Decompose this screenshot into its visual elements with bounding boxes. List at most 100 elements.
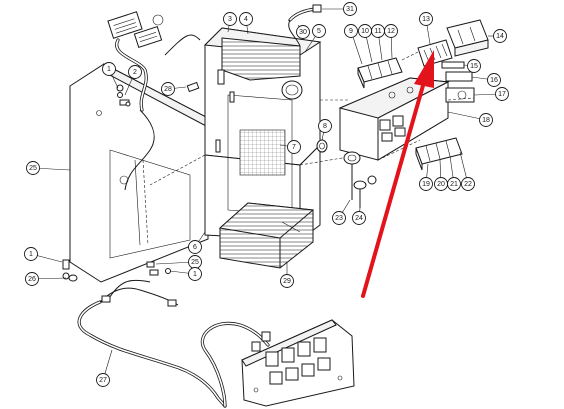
callout-number: 10 xyxy=(361,28,369,35)
callout-number: 25 xyxy=(29,165,37,172)
callout-circle xyxy=(128,65,142,79)
main-harness xyxy=(77,279,271,408)
callout-circle xyxy=(24,247,38,261)
callout-c30: 30 xyxy=(296,24,310,39)
callout-circle xyxy=(312,24,326,38)
switch-block-bottom xyxy=(415,137,463,171)
callout-c1c: 1 xyxy=(169,267,202,281)
callout-circle xyxy=(419,12,433,26)
callout-number: 21 xyxy=(450,181,458,188)
callout-circle xyxy=(239,12,253,26)
callout-circle xyxy=(287,140,301,154)
callout-c8: 8 xyxy=(318,119,332,141)
part-23 xyxy=(343,151,361,200)
callout-circle xyxy=(419,177,433,191)
callout-c19: 19 xyxy=(419,163,433,191)
callout-number: 12 xyxy=(387,28,395,35)
side-panel xyxy=(69,63,209,283)
callout-circle xyxy=(332,211,346,225)
callout-c11: 11 xyxy=(371,24,385,61)
callout-number: 17 xyxy=(498,91,506,98)
callout-circle xyxy=(447,177,461,191)
part-13 xyxy=(417,39,453,67)
callout-c10: 10 xyxy=(358,24,373,63)
callout-number: 23 xyxy=(335,215,343,222)
callout-number: 8 xyxy=(323,123,327,130)
callout-c3: 3 xyxy=(223,12,237,33)
callout-c2: 2 xyxy=(124,65,142,96)
callout-number: 27 xyxy=(99,377,107,384)
base-pad xyxy=(218,202,315,269)
callout-c13: 13 xyxy=(419,12,433,45)
callout-c29: 29 xyxy=(280,262,294,288)
callout-number: 30 xyxy=(299,29,307,36)
callout-c27: 27 xyxy=(96,349,113,387)
part-24 xyxy=(353,175,377,208)
fasteners-bottom xyxy=(62,259,171,282)
callout-number: 1 xyxy=(29,251,33,258)
callout-circle xyxy=(467,59,481,73)
callout-circle xyxy=(296,25,310,39)
callout-number: 1 xyxy=(193,271,197,278)
circuit-board xyxy=(241,319,355,407)
callout-c20: 20 xyxy=(434,159,448,191)
callout-c6: 6 xyxy=(188,231,206,254)
callout-c12: 12 xyxy=(384,24,398,59)
panel-leaders xyxy=(377,51,475,161)
callout-number: 29 xyxy=(283,278,291,285)
top-cable xyxy=(288,4,322,47)
callout-c14: 14 xyxy=(488,29,507,43)
callout-number: 3 xyxy=(228,16,232,23)
callout-circle xyxy=(188,240,202,254)
callout-circle xyxy=(280,274,294,288)
callout-number: 14 xyxy=(496,33,504,40)
callout-c9: 9 xyxy=(344,24,363,65)
callout-c23: 23 xyxy=(332,199,351,225)
callout-c16: 16 xyxy=(471,73,501,87)
callout-circle xyxy=(461,177,475,191)
callout-circle xyxy=(495,87,509,101)
callout-number: 16 xyxy=(490,77,498,84)
callout-circle xyxy=(343,2,357,16)
callout-c25b: 25 xyxy=(155,255,202,269)
fasteners-top xyxy=(116,84,131,107)
callout-number: 26 xyxy=(28,276,36,283)
callout-c24: 24 xyxy=(352,207,366,225)
callout-circle xyxy=(493,29,507,43)
switch-block-top xyxy=(357,57,403,89)
callout-number: 2 xyxy=(133,69,137,76)
callout-c31: 31 xyxy=(322,2,357,16)
callout-c7: 7 xyxy=(279,140,301,154)
callout-c4: 4 xyxy=(239,12,253,35)
callout-c5: 5 xyxy=(304,24,326,53)
callout-number: 25 xyxy=(191,259,199,266)
callout-circle xyxy=(102,62,116,76)
callout-number: 24 xyxy=(355,215,363,222)
callout-c15: 15 xyxy=(463,59,481,73)
callout-circle xyxy=(479,113,493,127)
callout-circle xyxy=(487,73,501,87)
part-28 xyxy=(186,81,200,93)
callout-number: 28 xyxy=(164,86,172,93)
red-arrow xyxy=(361,50,434,298)
callout-circle xyxy=(188,267,202,281)
callout-number: 1 xyxy=(107,66,111,73)
callout-number: 22 xyxy=(464,181,472,188)
callout-c25a: 25 xyxy=(26,161,71,175)
callout-c18: 18 xyxy=(447,111,493,127)
callout-c22: 22 xyxy=(459,151,475,191)
callout-circle xyxy=(223,12,237,26)
callout-c1a: 1 xyxy=(102,62,119,89)
callout-c17: 17 xyxy=(473,87,509,101)
callout-number: 13 xyxy=(422,16,430,23)
callout-circle xyxy=(26,161,40,175)
callout-number: 31 xyxy=(346,6,354,13)
callout-circle xyxy=(25,272,39,286)
callout-number: 4 xyxy=(244,16,248,23)
callout-circle xyxy=(344,24,358,38)
part-8 xyxy=(316,139,328,153)
callout-c21: 21 xyxy=(447,155,461,191)
callout-number: 9 xyxy=(349,28,353,35)
